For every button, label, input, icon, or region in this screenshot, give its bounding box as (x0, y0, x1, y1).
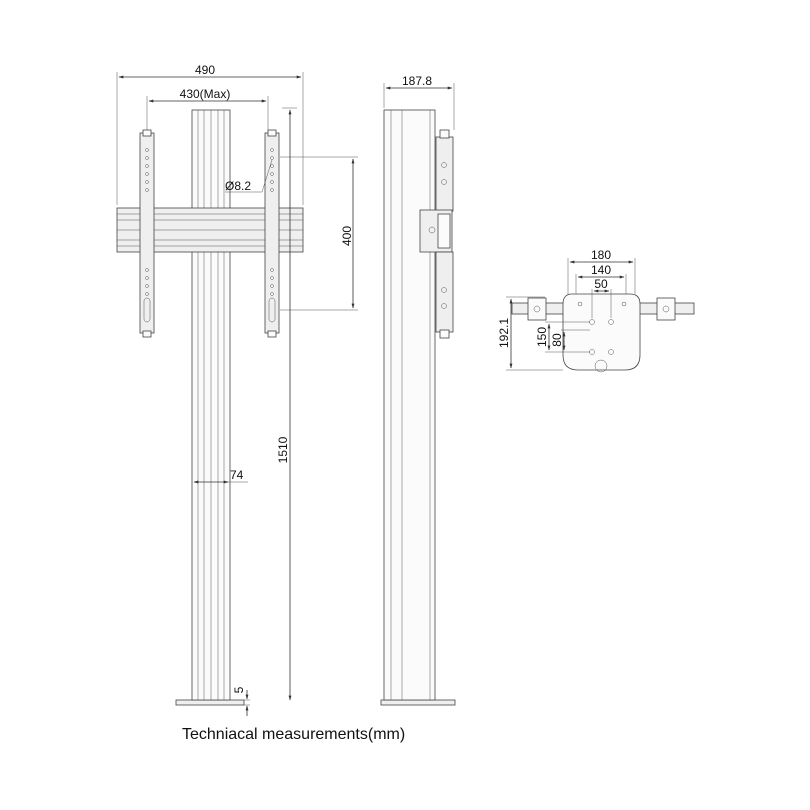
front-right-bracket (264, 129, 280, 338)
dim-192-1-label: 192.1 (497, 318, 511, 348)
dim-400: 400 (280, 156, 358, 311)
dim-430: 430(Max) (146, 87, 269, 130)
front-pole (191, 109, 231, 701)
plate-right-clamp (656, 297, 676, 321)
dim-140: 140 (575, 263, 627, 294)
dim-490-label: 490 (195, 63, 215, 77)
dim-80: 80 (550, 329, 590, 351)
dim-430-label: 430(Max) (180, 87, 231, 101)
dim-1510: 1510 (276, 107, 297, 701)
dim-187-8: 187.8 (383, 74, 455, 130)
caption: Techniacal measurements(mm) (182, 726, 406, 743)
dim-400-label: 400 (340, 226, 354, 246)
dim-140-label: 140 (591, 263, 611, 277)
dim-74: 74 (193, 468, 248, 484)
dim-50-label: 50 (594, 277, 608, 291)
dim-192-1: 192.1 (497, 296, 563, 371)
side-pole (383, 109, 436, 701)
side-bracket-upper (435, 129, 454, 212)
dim-80-label: 80 (550, 333, 564, 347)
front-view: 490 430(Max) Ø8.2 400 1510 (116, 63, 358, 716)
side-mount-clamp (419, 209, 453, 253)
dim-150: 150 (535, 321, 590, 353)
plate-body (562, 293, 641, 371)
front-base-plate (175, 699, 245, 706)
dim-150-label: 150 (535, 327, 549, 347)
plate-left-clamp (527, 297, 547, 321)
dim-490: 490 (116, 63, 304, 205)
dim-5: 5 (232, 686, 250, 716)
side-view: 187.8 (380, 74, 456, 706)
dim-1510-label: 1510 (276, 436, 290, 463)
front-left-bracket (139, 129, 155, 338)
dim-187-8-label: 187.8 (402, 74, 432, 88)
dim-180-label: 180 (591, 248, 611, 262)
dim-hole-label: Ø8.2 (225, 179, 251, 193)
plate-view: 180 140 50 192.1 150 (497, 248, 695, 373)
dim-74-label: 74 (230, 468, 244, 482)
side-bracket-lower (435, 251, 454, 339)
dim-5-label: 5 (232, 686, 246, 693)
side-base-plate (380, 699, 456, 706)
dim-hole: Ø8.2 (225, 159, 273, 193)
dim-180: 180 (567, 248, 636, 294)
dim-50: 50 (591, 277, 612, 318)
